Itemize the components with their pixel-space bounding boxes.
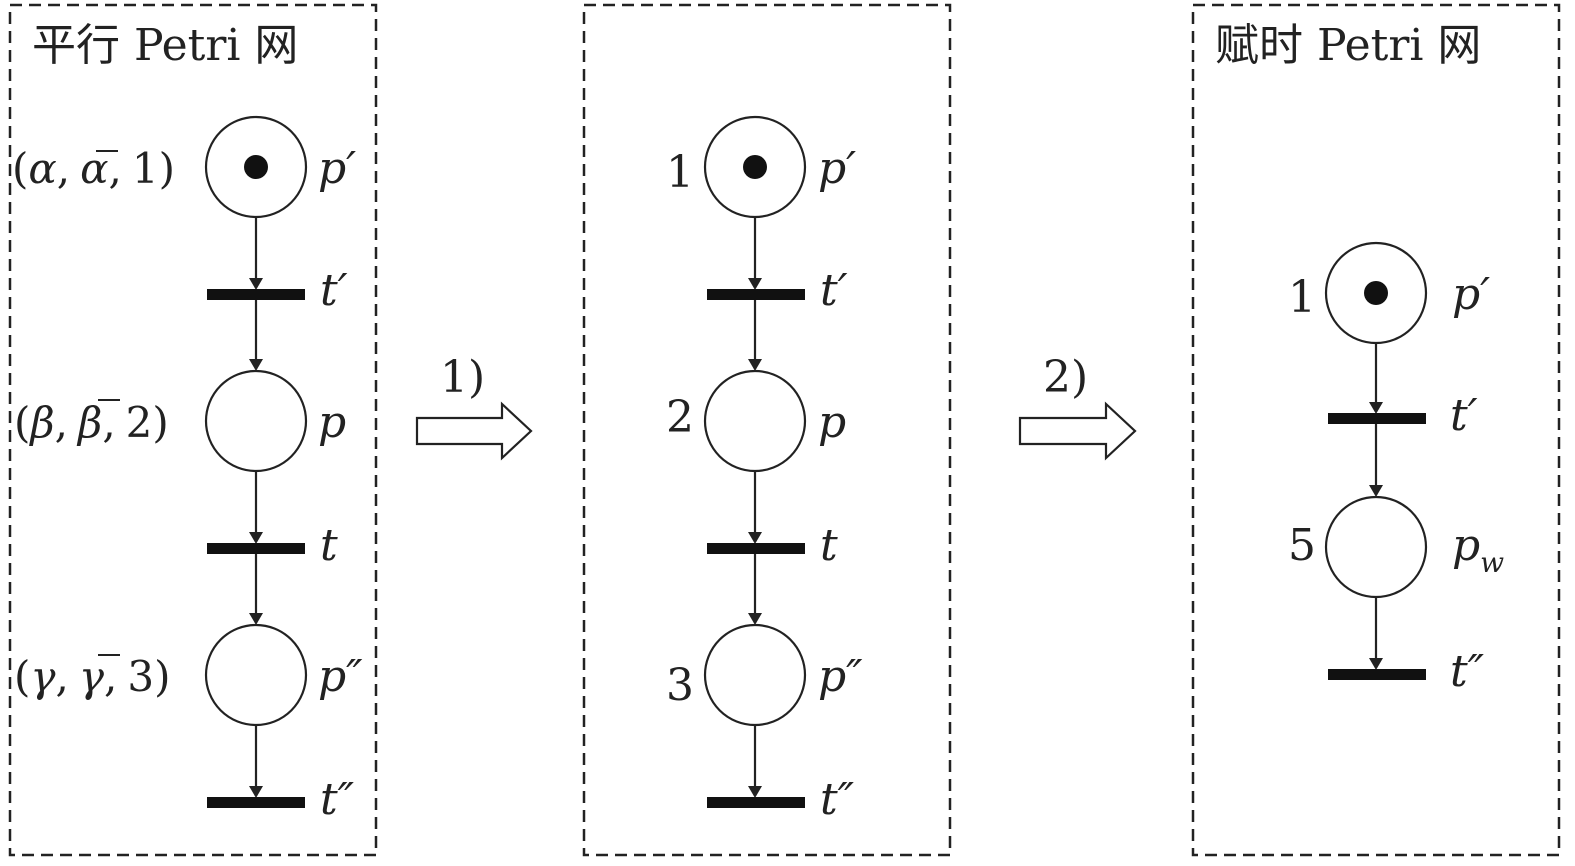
place-label: p	[818, 397, 846, 448]
place-label: p″	[318, 651, 363, 702]
transition-t	[207, 543, 305, 554]
place-annotation: (β,β,2)	[14, 398, 169, 447]
token	[743, 155, 767, 179]
panel-frame	[1191, 3, 1561, 857]
transition-label: t	[320, 520, 338, 571]
step-arrow-1: 1)	[415, 352, 533, 461]
place-weight: 5	[1288, 520, 1316, 571]
panel-frame	[582, 3, 952, 857]
transition-t	[707, 543, 805, 554]
token	[244, 155, 268, 179]
place-weight: 1	[1288, 272, 1316, 323]
transition-label: t″	[320, 774, 355, 825]
transform-arrow	[415, 401, 533, 461]
transition-t-double-prime	[1328, 669, 1426, 680]
place-weight: 2	[666, 392, 694, 443]
token	[1364, 281, 1388, 305]
place-label: p′	[1452, 269, 1490, 320]
transition-t-prime	[707, 289, 805, 300]
transition-label: t″	[1450, 646, 1485, 697]
panel-timed-petri-net: 赋时 Petri 网 p′ 1 t′ pw 5 t″	[1191, 3, 1561, 857]
place-p-double-prime	[703, 623, 807, 727]
place-label: p	[318, 397, 346, 448]
transition-t-prime	[1328, 413, 1426, 424]
place-p-w	[1324, 495, 1428, 599]
step-label: 1)	[440, 352, 485, 403]
transition-label: t	[820, 520, 838, 571]
panel-title: 平行 Petri 网	[32, 20, 298, 71]
transition-label: t′	[1450, 390, 1478, 441]
panel-frame	[8, 3, 378, 857]
transition-t-double-prime	[707, 797, 805, 808]
place-weight: 1	[666, 147, 694, 198]
transition-t-prime	[207, 289, 305, 300]
place-p	[703, 369, 807, 473]
place-annotation: (α,α,1)	[12, 144, 175, 193]
place-label: p′	[318, 143, 356, 194]
transition-label: t′	[820, 265, 848, 316]
panel-intermediate-net: p′ 1 t′ p 2 t p″ 3 t″	[582, 3, 952, 857]
place-p	[204, 369, 308, 473]
place-weight: 3	[666, 660, 694, 711]
panel-parallel-petri-net: 平行 Petri 网 p′ (α,α,1) t′ p (β,β,2) t p″ …	[8, 3, 378, 857]
place-annotation: (γ,γ,3)	[14, 652, 170, 701]
panel-title: 赋时 Petri 网	[1215, 20, 1481, 71]
transition-t-double-prime	[207, 797, 305, 808]
place-label: pw	[1452, 520, 1504, 579]
step-arrow-2: 2)	[1018, 352, 1137, 461]
place-p-double-prime	[204, 623, 308, 727]
transform-arrow	[1018, 401, 1137, 461]
step-label: 2)	[1043, 352, 1088, 403]
transition-label: t′	[320, 265, 348, 316]
place-label: p″	[818, 651, 863, 702]
transition-label: t″	[820, 774, 855, 825]
place-label: p′	[818, 143, 856, 194]
